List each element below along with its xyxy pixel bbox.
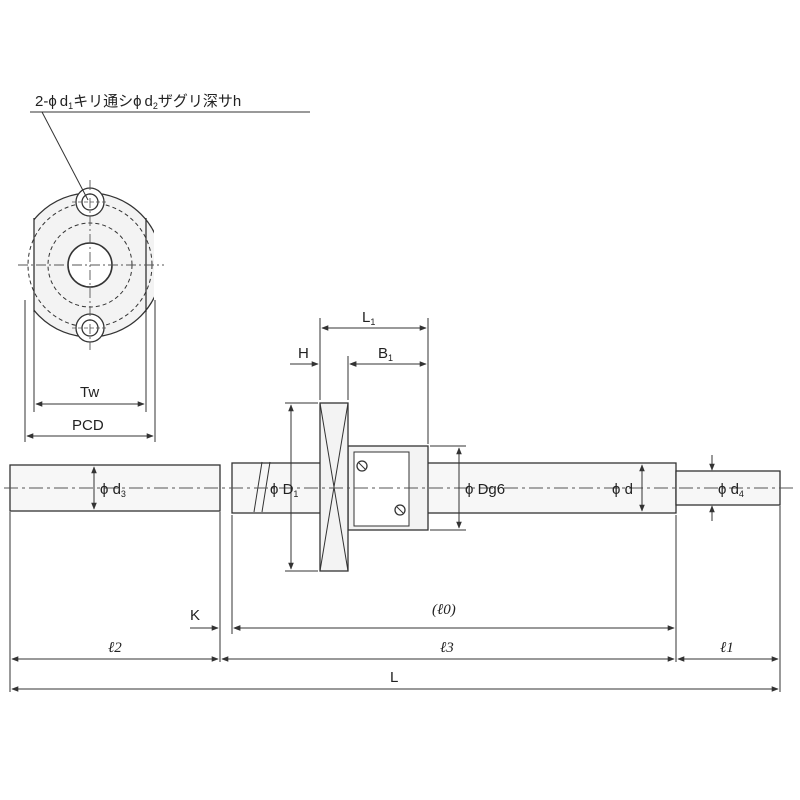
side-view	[9, 402, 781, 572]
b1-label: B1	[378, 345, 393, 363]
flange-end-view	[18, 111, 310, 350]
d4-label: ϕ d4	[718, 481, 744, 499]
ell3-label: ℓ3	[440, 640, 454, 656]
h-label: H	[298, 345, 309, 362]
ell1-label: ℓ1	[720, 640, 734, 656]
tw-label: Tw	[80, 384, 99, 401]
k-label: K	[190, 607, 200, 624]
ell2-label: ℓ2	[108, 640, 122, 656]
dg6-label: ϕ Dg6	[465, 481, 505, 498]
hole-leader	[41, 111, 89, 201]
L-label: L	[390, 669, 398, 686]
d3-label: ϕ d3	[100, 481, 126, 499]
l0-label: (ℓ0)	[432, 602, 456, 618]
end-view-dimensions	[24, 300, 156, 442]
D1-label: ϕ D1	[270, 481, 298, 499]
d-label: ϕ d	[612, 481, 633, 498]
l1-label: L1	[362, 309, 375, 327]
pcd-label: PCD	[72, 417, 104, 434]
side-view-dimensions	[9, 318, 781, 692]
